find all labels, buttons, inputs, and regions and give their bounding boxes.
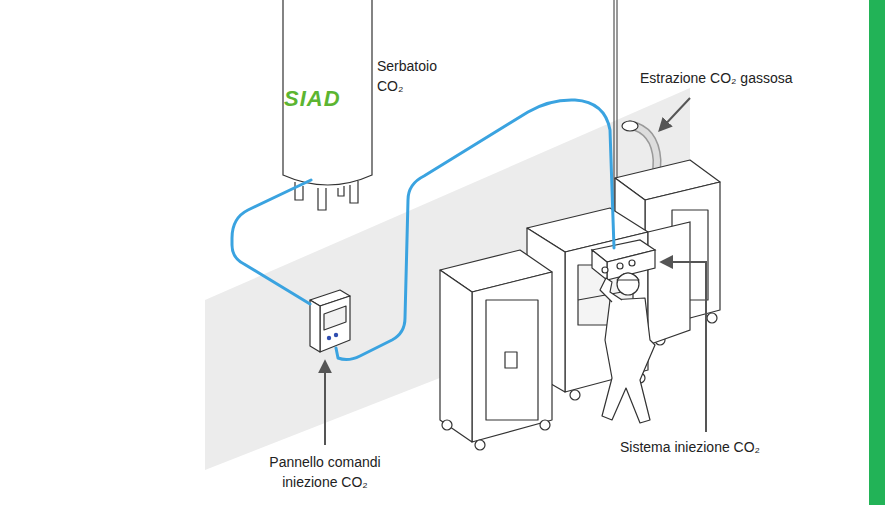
injection-node: Sistema iniezione CO₂ [592, 240, 655, 282]
leader-arrow [662, 262, 706, 432]
panel-node: Pannello comandi iniezione CO₂ [308, 290, 352, 354]
leader-arrow [324, 362, 326, 445]
cabinet-door [648, 222, 690, 345]
part-label: Sistema iniezione CO₂ [620, 437, 840, 457]
operator [600, 273, 655, 423]
tank-node: SIADSerbatoio CO₂ [283, 0, 373, 182]
co2-pipe [336, 100, 614, 360]
side-bar [869, 0, 885, 505]
leader-arrow [660, 98, 690, 130]
co2-pipe [232, 180, 311, 304]
cabinet [440, 250, 552, 450]
part-label: Serbatoio CO₂ [377, 56, 457, 96]
co2-tank [283, 0, 372, 210]
callout-label: Estrazione CO₂ gassosa [640, 68, 810, 88]
duct-inlet [622, 121, 638, 131]
part-label: Pannello comandi iniezione CO₂ [250, 452, 400, 492]
injection-device [592, 240, 655, 280]
brand-logo: SIAD [284, 86, 364, 112]
control-panel [310, 290, 350, 352]
